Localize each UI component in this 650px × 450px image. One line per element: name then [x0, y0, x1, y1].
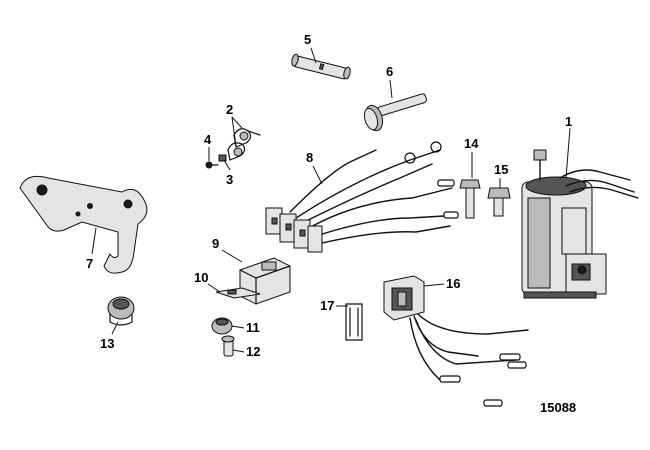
callout-2: 2 — [226, 102, 233, 117]
leader-12 — [232, 349, 245, 353]
leader-1 — [565, 127, 571, 179]
screw-14-icon — [459, 179, 481, 219]
relay-bracket-10-icon — [215, 287, 261, 299]
callout-6: 6 — [386, 64, 393, 79]
wiring-harness-8-icon — [265, 141, 459, 253]
leader-7 — [91, 227, 97, 255]
switch-clip-17-icon — [345, 303, 363, 341]
leader-13 — [111, 321, 119, 335]
tilt-trim-motor-1-icon — [521, 149, 639, 299]
figure-number: 15088 — [540, 400, 576, 415]
leader-11 — [231, 325, 245, 329]
callout-4: 4 — [204, 132, 212, 147]
callout-9: 9 — [212, 236, 219, 251]
pin-5-icon — [291, 53, 351, 80]
trim-switch-16-icon — [383, 275, 529, 407]
callout-12: 12 — [246, 344, 260, 359]
callout-7: 7 — [86, 256, 93, 271]
callout-1: 1 — [565, 114, 572, 129]
bracket-7-icon — [19, 175, 148, 274]
callout-3: 3 — [226, 172, 233, 187]
relay-9-icon — [239, 257, 291, 305]
callout-16: 16 — [446, 276, 460, 291]
leader-16 — [423, 283, 445, 287]
leader-5 — [310, 47, 317, 64]
leader-3 — [223, 159, 231, 171]
bushing-12-icon — [221, 335, 235, 357]
leader-8 — [312, 165, 323, 185]
callout-5: 5 — [304, 32, 311, 47]
callout-14: 14 — [464, 136, 479, 151]
leader-6 — [389, 79, 393, 99]
leader-2a — [231, 116, 243, 129]
callout-15: 15 — [494, 162, 508, 177]
callout-17: 17 — [320, 298, 334, 313]
leader-2b — [231, 116, 237, 147]
callout-11: 11 — [246, 320, 260, 335]
callout-10: 10 — [194, 270, 208, 285]
bolt-6-icon — [363, 93, 427, 132]
plug-13-icon — [107, 296, 135, 326]
leader-10 — [207, 283, 221, 293]
screw-4-icon — [205, 161, 219, 169]
grommet-11-icon — [211, 317, 233, 335]
callout-8: 8 — [306, 150, 313, 165]
clamp-3-icon — [218, 142, 246, 162]
leader-9 — [221, 249, 243, 263]
screw-15-icon — [487, 187, 511, 217]
cable-clamp-2-icon — [233, 128, 261, 148]
callout-13: 13 — [100, 336, 114, 351]
